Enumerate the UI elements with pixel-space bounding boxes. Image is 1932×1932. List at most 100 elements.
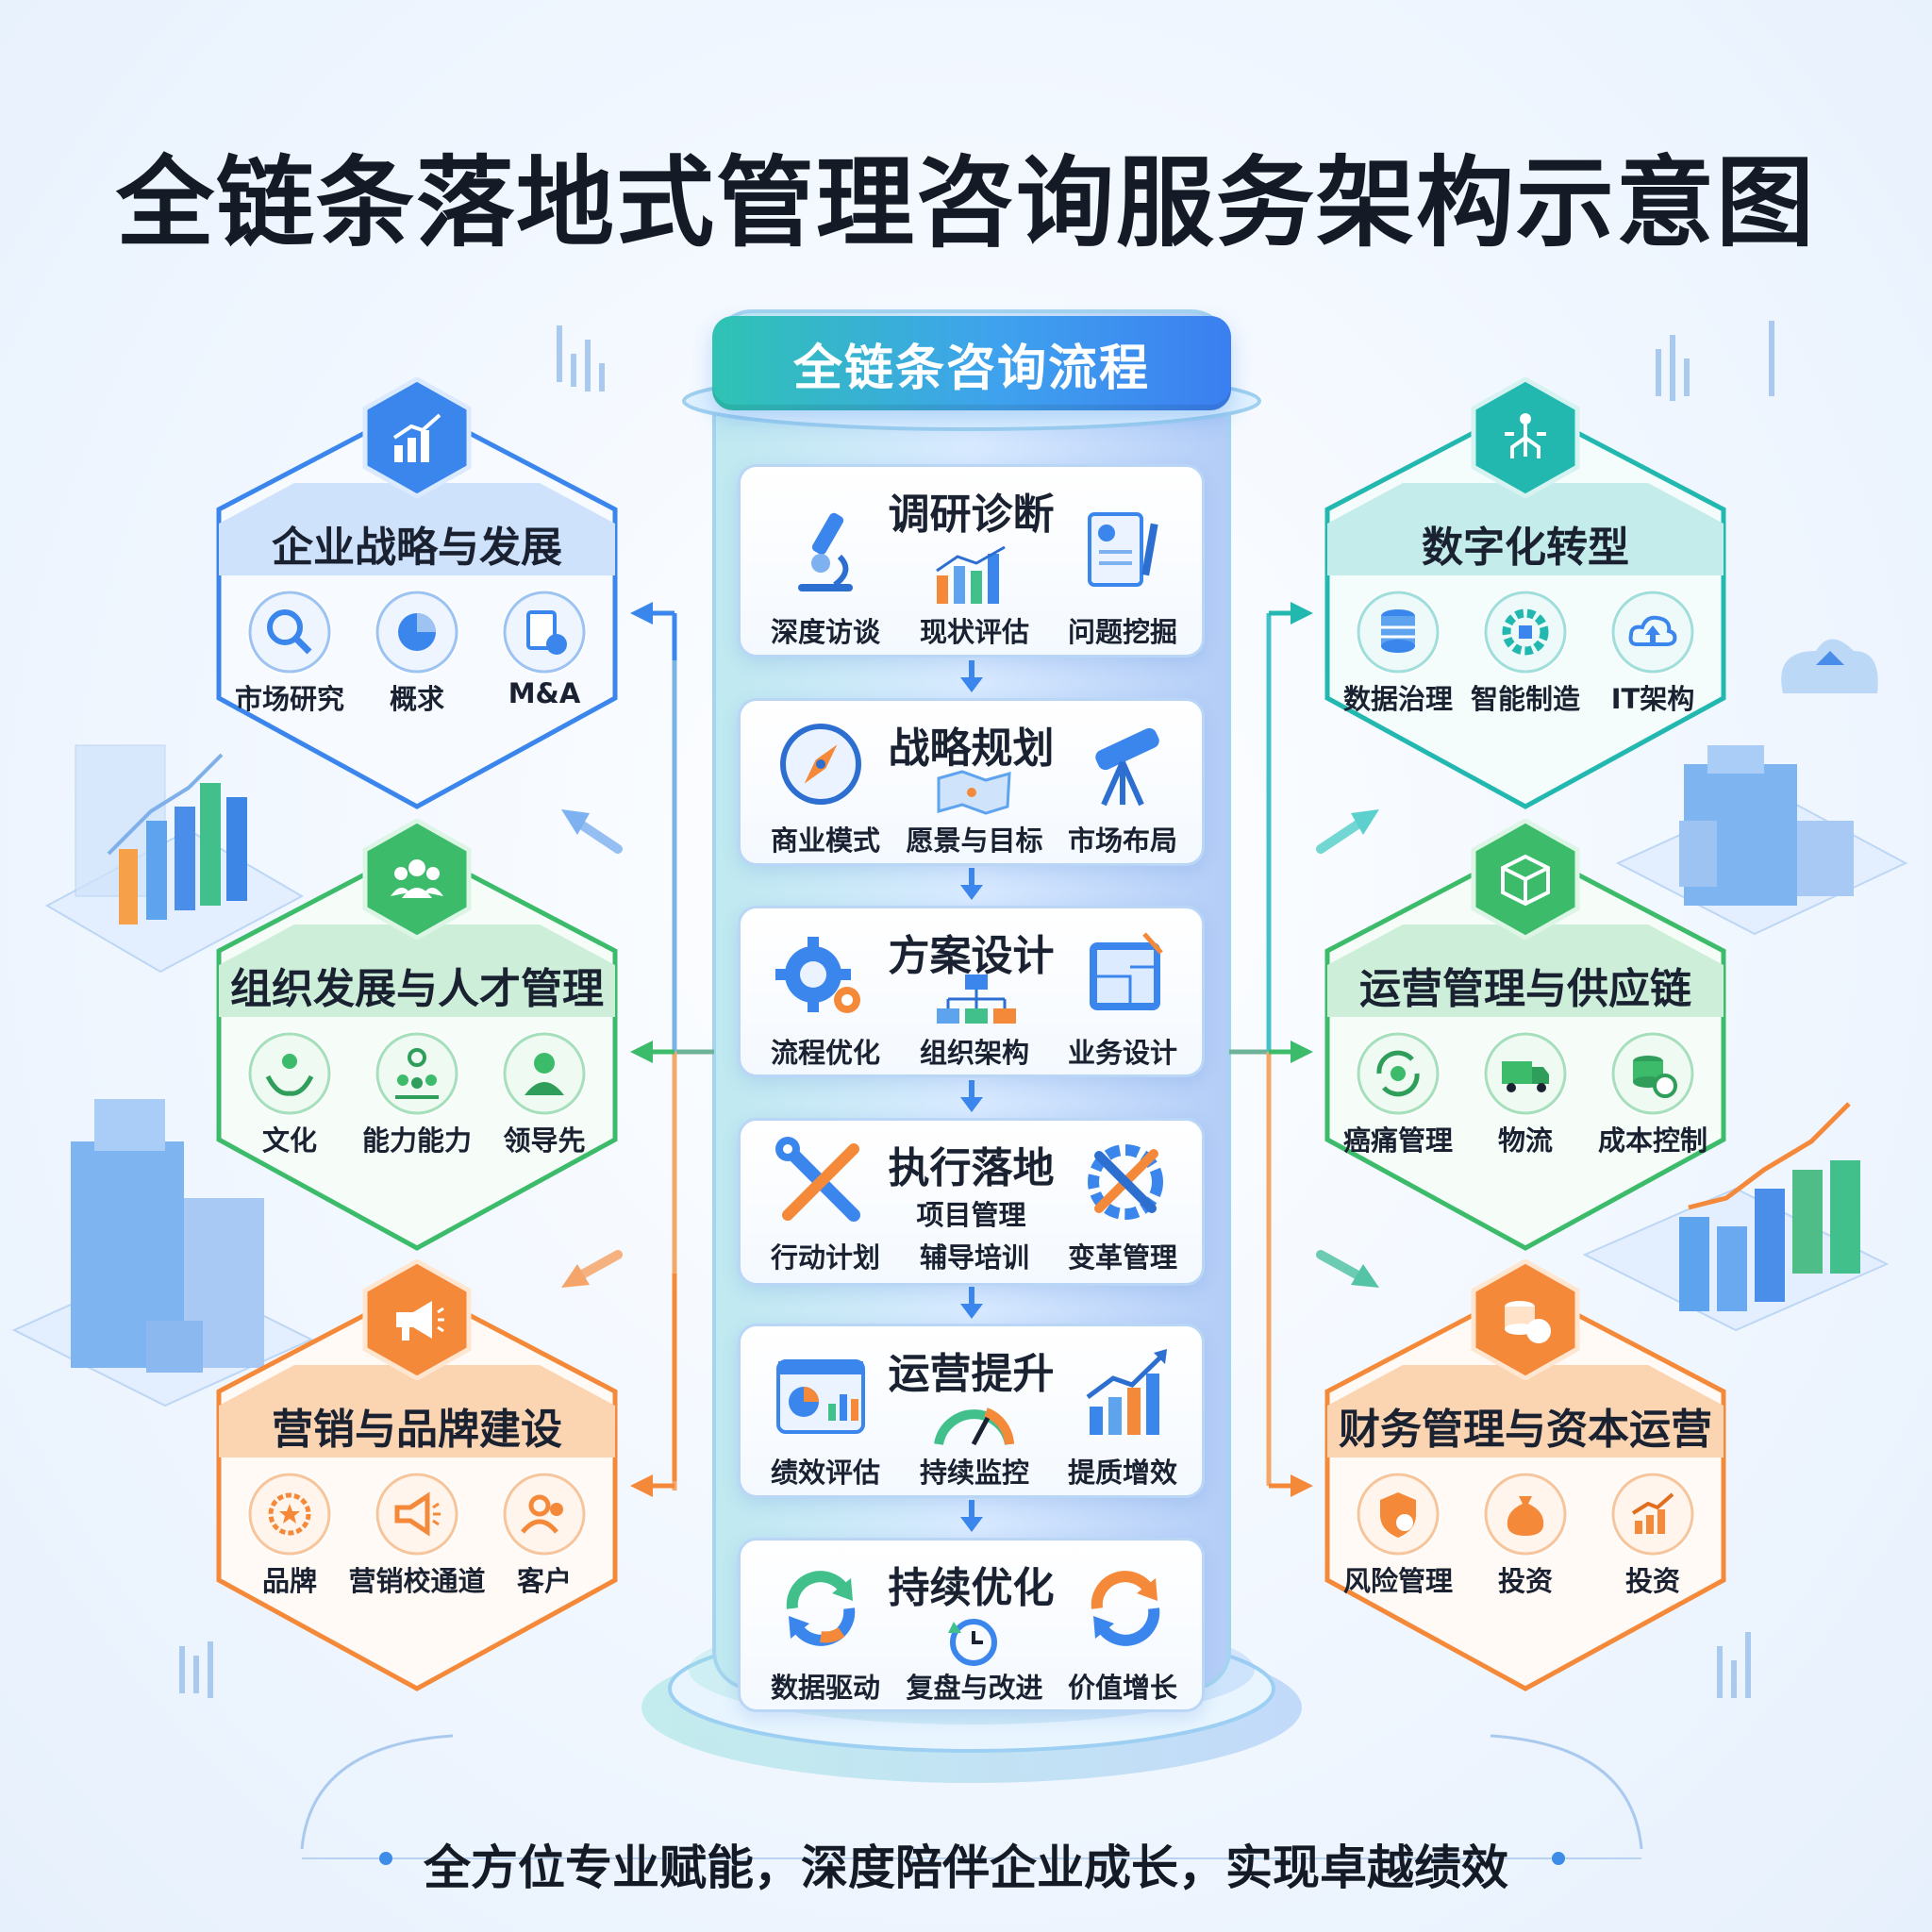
panel-item-label: 风险管理: [1342, 1565, 1453, 1597]
step-item: 商业模式: [770, 824, 880, 857]
process-header: 全链条咨询流程: [712, 316, 1231, 410]
step-title: 方案设计: [888, 932, 1055, 980]
panel-item-label: 品牌: [261, 1565, 317, 1597]
panel-item-label: 客户: [516, 1565, 572, 1597]
panel-item-label: 投资: [1624, 1565, 1680, 1597]
report-icon: [1088, 512, 1158, 587]
team-icon: [391, 859, 443, 898]
step-item: 市场布局: [1067, 824, 1177, 857]
step-arrow-icon: [960, 868, 983, 900]
process-step-optimization: 持续优化 数据驱动 复盘与改进 价值增长: [738, 1538, 1205, 1712]
panel-title: 运营管理与供应链: [1359, 965, 1691, 1013]
step-item: 数据驱动: [770, 1672, 880, 1704]
coins-dollar-icon: [1505, 1301, 1551, 1343]
step-item: 复盘与改进: [906, 1672, 1043, 1704]
panel-title: 数字化转型: [1422, 524, 1629, 572]
slogan-dot-right: [1552, 1852, 1565, 1865]
blueprint-icon: [1090, 932, 1163, 1010]
panel-badge: [361, 377, 473, 498]
process-step-strategy: 战略规划 商业模式 愿景与目标 市场布局: [738, 698, 1205, 866]
package-icon: [1501, 854, 1550, 907]
customers-icon: [502, 1472, 587, 1557]
growth-chart-icon: [1610, 1472, 1695, 1557]
gauge-icon: [934, 1407, 1014, 1446]
panel-badge: [361, 1259, 473, 1380]
panel-title: 营销与品牌建设: [272, 1406, 562, 1454]
step-arrow-icon: [960, 1287, 983, 1319]
slogan-dot-left: [379, 1852, 392, 1865]
bottom-slogan: 全方位专业赋能，深度陪伴企业成长，实现卓越绩效: [424, 1840, 1508, 1895]
panel-supply-chain: 运营管理与供应链 癌痛管理 物流 成本控制: [1318, 819, 1733, 1253]
gear-icon: [775, 937, 860, 1013]
org-chart-icon: [937, 974, 1016, 1024]
panel-item-label: 领导先: [503, 1124, 586, 1157]
panel-badge: [361, 819, 473, 940]
panel-badge: [1470, 1259, 1581, 1380]
cycle-icon: [1091, 1571, 1160, 1646]
panel-item-label: 能力能力: [361, 1124, 472, 1157]
coins-icon: [1610, 1031, 1695, 1116]
process-step-execution: 执行落地 项目管理 行动计划 辅导培训 变革管理: [738, 1118, 1205, 1286]
step-item: 流程优化: [770, 1037, 880, 1069]
growth-chart-icon: [1086, 1349, 1167, 1435]
panel-strategy: 企业战略与发展 市场研究 概求 M&A: [209, 377, 625, 811]
step-item: 变革管理: [1067, 1241, 1177, 1274]
cycle-gear-icon: [1356, 1031, 1441, 1116]
step-item: 行动计划: [770, 1241, 880, 1274]
compass-icon: [780, 724, 861, 805]
panel-item-label: M&A: [508, 677, 581, 709]
database-icon: [1356, 590, 1441, 675]
step-item: 价值增长: [1067, 1672, 1177, 1704]
step-item: 持续监控: [919, 1457, 1029, 1489]
badge-star-icon: [247, 1472, 332, 1557]
panel-item-label: 数据治理: [1342, 683, 1453, 715]
circuit-icon: [1505, 413, 1546, 458]
step-title: 执行落地: [888, 1144, 1055, 1192]
panel-marketing: 营销与品牌建设 品牌 营销校通道 客户: [209, 1259, 625, 1693]
cycle-icon: [786, 1571, 856, 1646]
step-arrow-icon: [960, 660, 983, 692]
step-item: 项目管理: [916, 1199, 1026, 1231]
process-step-design: 方案设计 流程优化 组织架构 业务设计: [738, 906, 1205, 1077]
panel-finance: 财务管理与资本运营 风险管理 投资 投资: [1318, 1259, 1733, 1693]
bar-chart-icon: [936, 545, 1006, 604]
step-title: 调研诊断: [888, 491, 1055, 539]
process-step-research: 调研诊断 深度访谈 现状评估 问题挖掘: [738, 464, 1205, 658]
chip-gear-icon: [1483, 590, 1568, 675]
panel-title: 组织发展与人才管理: [230, 965, 604, 1013]
panel-badge: [1470, 377, 1581, 498]
step-item: 问题挖掘: [1067, 616, 1177, 648]
panel-title: 企业战略与发展: [272, 524, 562, 572]
panel-item-label: 营销校通道: [348, 1565, 486, 1597]
tools-gear-icon: [1088, 1144, 1163, 1220]
page-title: 全链条落地式管理咨询服务架构示意图: [115, 145, 1816, 260]
panel-item-label: IT架构: [1610, 683, 1695, 715]
step-item: 辅导培训: [919, 1241, 1029, 1274]
magnifier-icon: [247, 590, 332, 675]
step-title: 运营提升: [888, 1350, 1055, 1398]
wrench-icon: [775, 1137, 860, 1222]
team-gear-icon: [375, 1031, 459, 1116]
step-item: 现状评估: [919, 616, 1029, 648]
telescope-icon: [1095, 727, 1159, 807]
growth-chart-icon: [392, 413, 441, 462]
cloud-upload-icon: [1610, 590, 1695, 675]
map-icon: [937, 770, 1011, 815]
step-item: 愿景与目标: [906, 824, 1043, 857]
step-item: 组织架构: [919, 1037, 1029, 1069]
megaphone-icon: [375, 1472, 459, 1557]
dashboard-icon: [776, 1359, 865, 1434]
clock-cycle-icon: [948, 1619, 997, 1666]
step-item: 深度访谈: [770, 616, 880, 648]
step-arrow-icon: [960, 1500, 983, 1532]
step-arrow-icon: [960, 1080, 983, 1112]
panel-organization: 组织发展与人才管理 文化 能力能力 领导先: [209, 819, 625, 1253]
panel-item-label: 市场研究: [234, 683, 344, 715]
shield-icon: [1356, 1472, 1441, 1557]
step-title: 战略规划: [888, 724, 1055, 773]
panel-item-label: 癌痛管理: [1342, 1124, 1453, 1157]
document-money-icon: [502, 590, 587, 675]
money-bag-icon: [1483, 1472, 1568, 1557]
pie-chart-icon: [375, 590, 459, 675]
panel-item-label: 成本控制: [1597, 1124, 1707, 1157]
